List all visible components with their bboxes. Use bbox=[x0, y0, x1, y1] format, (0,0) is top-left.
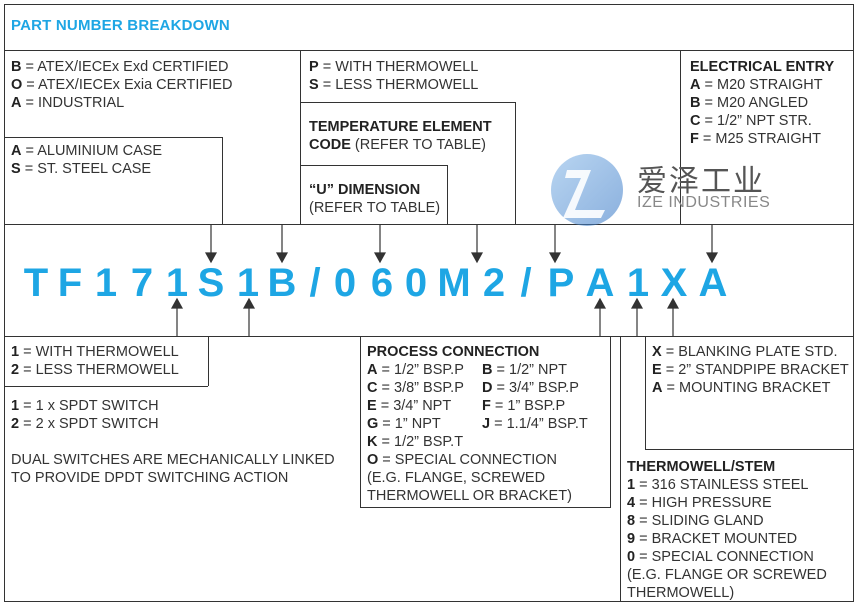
code-char-5: S bbox=[197, 261, 225, 305]
process-row-3-a: G = 1” NPT bbox=[367, 416, 441, 432]
switch-note-1: DUAL SWITCHES ARE MECHANICALLY LINKED bbox=[11, 452, 335, 468]
case-line-0: A = ALUMINIUM CASE bbox=[11, 143, 163, 159]
process-connection-box bbox=[360, 336, 611, 508]
case-box-top bbox=[4, 137, 222, 138]
thermowell-opt-right bbox=[680, 50, 681, 224]
watermark-cn: 爱泽工业 bbox=[637, 164, 765, 199]
stem-line-3: 9 = BRACKET MOUNTED bbox=[627, 531, 798, 547]
outer-frame bbox=[4, 4, 854, 602]
switch-note-2: TO PROVIDE DPDT SWITCHING ACTION bbox=[11, 470, 289, 486]
temp-element-right bbox=[515, 102, 516, 224]
stem-note-2: THERMOWELL) bbox=[627, 585, 735, 601]
code-char-14: / bbox=[520, 261, 532, 305]
process-o-line: O = SPECIAL CONNECTION bbox=[367, 452, 558, 468]
stem-line-1: 4 = HIGH PRESSURE bbox=[627, 495, 772, 511]
electrical-line-1: B = M20 ANGLED bbox=[690, 95, 809, 111]
thermo-count-line-0: 1 = WITH THERMOWELL bbox=[11, 344, 179, 360]
code-band-top bbox=[4, 224, 854, 225]
switch-line-0: 1 = 1 x SPDT SWITCH bbox=[11, 398, 159, 414]
bracket-box bbox=[645, 336, 854, 450]
bracket-line-0: X = BLANKING PLATE STD. bbox=[652, 344, 838, 360]
code-char-8: / bbox=[309, 261, 321, 305]
process-heading: PROCESS CONNECTION bbox=[367, 344, 540, 360]
code-char-2: 1 bbox=[94, 261, 118, 305]
cert-line-1: O = ATEX/IECEx Exia CERTIFIED bbox=[11, 77, 233, 93]
thermo-count-bottom bbox=[4, 386, 208, 387]
thermowell-opt-line-0: P = WITH THERMOWELL bbox=[309, 59, 479, 75]
page-title: PART NUMBER BREAKDOWN bbox=[11, 17, 230, 34]
watermark-en: IZE INDUSTRIES bbox=[637, 194, 771, 211]
process-row-0-b: B = 1/2” NPT bbox=[482, 362, 568, 378]
process-row-2-b: F = 1” BSP.P bbox=[482, 398, 566, 414]
code-char-13: 2 bbox=[482, 261, 506, 305]
code-char-12: M bbox=[437, 261, 471, 305]
stem-heading: THERMOWELL/STEM bbox=[627, 459, 776, 475]
code-char-6: 1 bbox=[236, 261, 260, 305]
code-char-7: B bbox=[267, 261, 297, 305]
electrical-line-2: C = 1/2” NPT STR. bbox=[690, 113, 812, 129]
process-o-note-1: (E.G. FLANGE, SCREWED bbox=[367, 470, 546, 486]
stem-line-4: 0 = SPECIAL CONNECTION bbox=[627, 549, 814, 565]
stem-note-1: (E.G. FLANGE OR SCREWED bbox=[627, 567, 827, 583]
watermark-logo: 爱泽工业 IZE INDUSTRIES bbox=[545, 150, 785, 230]
temp-element-code: CODE (REFER TO TABLE) bbox=[309, 137, 487, 153]
code-char-11: 0 bbox=[404, 261, 428, 305]
process-k-line: K = 1/2” BSP.T bbox=[367, 434, 464, 450]
thermo-count-line-1: 2 = LESS THERMOWELL bbox=[11, 362, 179, 378]
case-line-1: S = ST. STEEL CASE bbox=[11, 161, 152, 177]
electrical-heading: ELECTRICAL ENTRY bbox=[690, 59, 835, 75]
code-char-10: 6 bbox=[370, 261, 394, 305]
process-o-note-2: THERMOWELL OR BRACKET) bbox=[367, 488, 572, 504]
code-char-4: 1 bbox=[165, 261, 189, 305]
u-dim-top bbox=[300, 165, 447, 166]
thermowell-opt-line-1: S = LESS THERMOWELL bbox=[309, 77, 479, 93]
cert-line-0: B = ATEX/IECEx Exd CERTIFIED bbox=[11, 59, 229, 75]
electrical-line-3: F = M25 STRAIGHT bbox=[690, 131, 821, 147]
switch-line-1: 2 = 2 x SPDT SWITCH bbox=[11, 416, 159, 432]
process-row-1-a: C = 3/8” BSP.P bbox=[367, 380, 464, 396]
ize-logo-icon bbox=[551, 154, 623, 226]
code-char-3: 7 bbox=[130, 261, 154, 305]
bracket-line-2: A = MOUNTING BRACKET bbox=[652, 380, 831, 396]
process-row-0-a: A = 1/2” BSP.P bbox=[367, 362, 464, 378]
process-row-3-b: J = 1.1/4” BSP.T bbox=[482, 416, 588, 432]
stem-left-line bbox=[620, 336, 621, 602]
code-band-bottom bbox=[4, 336, 854, 337]
thermo-count-right bbox=[208, 336, 209, 386]
u-dim-note: (REFER TO TABLE) bbox=[309, 200, 441, 216]
thermowell-opt-left bbox=[300, 50, 301, 224]
code-char-1: F bbox=[57, 261, 83, 305]
thermowell-opt-bottom bbox=[300, 102, 515, 103]
cert-line-2: A = INDUSTRIAL bbox=[11, 95, 125, 111]
code-char-16: A bbox=[585, 261, 615, 305]
code-char-0: T bbox=[23, 261, 49, 305]
title-divider bbox=[4, 50, 854, 51]
electrical-line-0: A = M20 STRAIGHT bbox=[690, 77, 823, 93]
code-char-17: 1 bbox=[626, 261, 650, 305]
stem-line-2: 8 = SLIDING GLAND bbox=[627, 513, 764, 529]
code-char-18: X bbox=[660, 261, 688, 305]
temp-element-heading: TEMPERATURE ELEMENT bbox=[309, 119, 492, 135]
u-dim-heading: “U” DIMENSION bbox=[309, 182, 421, 198]
code-char-9: 0 bbox=[333, 261, 357, 305]
u-dim-right bbox=[447, 165, 448, 224]
code-char-15: P bbox=[547, 261, 575, 305]
bracket-line-1: E = 2” STANDPIPE BRACKET bbox=[652, 362, 849, 378]
code-char-19: A bbox=[698, 261, 728, 305]
case-box-right bbox=[222, 137, 223, 224]
process-row-1-b: D = 3/4” BSP.P bbox=[482, 380, 579, 396]
stem-line-0: 1 = 316 STAINLESS STEEL bbox=[627, 477, 809, 493]
process-row-2-a: E = 3/4” NPT bbox=[367, 398, 452, 414]
